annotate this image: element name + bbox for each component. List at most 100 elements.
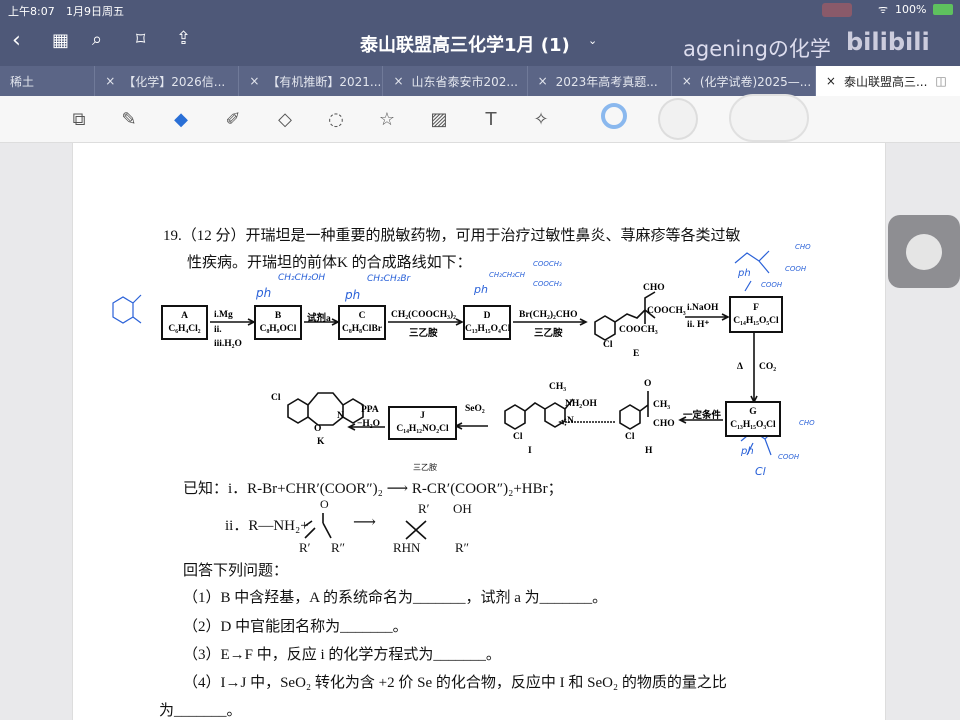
reagent: ii. H⁺ bbox=[687, 320, 710, 330]
ink-note: COOH bbox=[761, 281, 783, 289]
group: CHO bbox=[653, 419, 675, 429]
ink-structure-a bbox=[112, 294, 142, 324]
sub-question-4-cont: 为_______。 bbox=[159, 703, 242, 719]
group: RHN bbox=[393, 540, 421, 555]
group: Cl bbox=[271, 393, 281, 403]
structure-h bbox=[619, 391, 649, 430]
group: N bbox=[337, 411, 344, 421]
ink-note: COOH bbox=[778, 453, 800, 461]
reagent: Δ bbox=[737, 362, 743, 372]
bookmark-icon[interactable]: ⌑ bbox=[136, 29, 146, 50]
known-reaction-i: 已知：i．R-Br+CHR′(COOR″)₂ ⟶ R-CR′(COOR″)₂+H… bbox=[183, 481, 563, 497]
tab[interactable]: ×(化学试卷)2025—... bbox=[672, 66, 816, 96]
tab-active[interactable]: × 泰山联盟高三... ◫ bbox=[815, 66, 960, 96]
compound-formula: C₁₃H₁₅O₄Cl bbox=[465, 323, 511, 334]
close-icon[interactable]: × bbox=[105, 74, 116, 88]
close-icon[interactable]: × bbox=[393, 74, 404, 88]
tab-label: 稀土 bbox=[10, 74, 35, 89]
arrow-g-h bbox=[678, 416, 723, 424]
eraser-icon[interactable]: ◆ bbox=[174, 108, 188, 130]
chevron-down-icon[interactable]: ⌄ bbox=[588, 34, 598, 47]
reagent: CH₂(COOCH₃)₂ bbox=[391, 310, 457, 320]
question-line-2: 性疾病。开瑞坦的前体K 的合成路线如下： bbox=[187, 255, 472, 271]
close-icon[interactable]: × bbox=[825, 74, 836, 88]
question-line-1: 19.（12 分）开瑞坦是一种重要的脱敏药物，可用于治疗过敏性鼻炎、荨麻疹等各类… bbox=[163, 228, 741, 244]
reagent: 试剂a bbox=[307, 314, 331, 324]
watermark: ageningの化学 bbox=[683, 37, 831, 61]
group: CH₃ bbox=[549, 382, 567, 392]
sub-question-2: （2）D 中官能团名称为_______。 bbox=[183, 619, 408, 635]
group: N bbox=[567, 416, 574, 426]
size-option-medium[interactable] bbox=[658, 98, 698, 140]
search-icon[interactable]: ⌕ bbox=[92, 29, 103, 50]
reaction-arrow: ⟶ bbox=[353, 514, 376, 531]
prompt: 回答下列问题： bbox=[183, 563, 289, 579]
reagent: CO₂ bbox=[759, 362, 777, 372]
sub-question-4: （4）I→J 中，SeO₂ 转化为含 +2 价 Se 的化合物，反应中 I 和 … bbox=[183, 675, 727, 691]
compound-formula: C₆H₄Cl₂ bbox=[168, 323, 201, 334]
reagent: Br(CH₂)₂CHO bbox=[519, 310, 578, 320]
lasso-icon[interactable]: ◌ bbox=[328, 108, 344, 130]
sticker-icon[interactable]: ☆ bbox=[378, 108, 396, 130]
group: R′ bbox=[299, 540, 311, 555]
sub-question-3: （3）E→F 中，反应 i 的化学方程式为_______。 bbox=[183, 647, 501, 663]
arrow-d-e bbox=[513, 318, 588, 326]
structure-e bbox=[594, 291, 656, 341]
group: Cl bbox=[603, 340, 613, 350]
tab[interactable]: × 2023年高考真题... bbox=[528, 66, 672, 96]
arrow-j-k bbox=[347, 423, 385, 431]
size-option-large[interactable] bbox=[729, 94, 809, 142]
ink-note: CHO bbox=[799, 419, 815, 427]
reagent: NH₂OH bbox=[565, 399, 597, 409]
battery-level: 100% bbox=[895, 3, 927, 16]
tab[interactable]: ×山东省泰安市202... bbox=[383, 66, 528, 96]
assistive-touch-icon bbox=[906, 234, 942, 270]
arrow-h-i bbox=[558, 418, 615, 426]
assistive-touch-button[interactable] bbox=[888, 215, 960, 288]
status-time: 上午8:07 bbox=[8, 5, 55, 18]
tab[interactable]: 稀土 bbox=[0, 66, 96, 96]
tab-label: 2023年高考真题... bbox=[555, 74, 658, 89]
size-option-small[interactable] bbox=[601, 103, 627, 129]
compound-formula: C₈H₉OCl bbox=[259, 323, 297, 334]
shapes-icon[interactable]: ◇ bbox=[278, 108, 292, 130]
tab-bar: 稀土 ×【化学】2026信... ×【有机推断】2021... ×山东省泰安市2… bbox=[0, 66, 960, 96]
pen-icon[interactable]: ✎ bbox=[121, 108, 137, 130]
known-reaction-ii: ii．R—NH₂+ bbox=[225, 518, 309, 534]
text-box-icon[interactable]: T bbox=[485, 108, 497, 130]
close-icon[interactable]: × bbox=[681, 74, 692, 88]
tab[interactable]: ×【化学】2026信... bbox=[95, 66, 240, 96]
close-icon[interactable]: × bbox=[249, 74, 260, 88]
tab-label: 泰山联盟高三... bbox=[843, 74, 928, 89]
image-icon[interactable]: ▨ bbox=[430, 108, 448, 130]
ink-note: ph bbox=[474, 283, 488, 296]
structure-label: E bbox=[633, 349, 640, 359]
zoom-window-icon[interactable]: ⧉ bbox=[72, 108, 86, 130]
back-icon[interactable]: ‹ bbox=[12, 28, 21, 53]
ink-note: CH₂CH₂Br bbox=[367, 274, 411, 284]
document-page[interactable]: 19.（12 分）开瑞坦是一种重要的脱敏药物，可用于治疗过敏性鼻炎、荨麻疹等各类… bbox=[72, 143, 886, 720]
document-title[interactable]: 泰山联盟高三化学1月 (1) bbox=[360, 35, 570, 56]
ink-note: CH₂CH₂OH bbox=[278, 273, 326, 283]
reagent: PPA bbox=[361, 405, 379, 415]
group: CHO bbox=[643, 283, 665, 293]
compound-formula: C₁₄H₁₅O₅Cl bbox=[733, 315, 779, 326]
highlighter-icon[interactable]: ✐ bbox=[225, 108, 241, 130]
group: R″ bbox=[331, 540, 346, 555]
laser-pointer-icon[interactable]: ✧ bbox=[533, 108, 549, 130]
arrow-c-d bbox=[388, 318, 464, 326]
ink-note: ph bbox=[256, 286, 272, 300]
tab[interactable]: ×【有机推断】2021... bbox=[239, 66, 384, 96]
compound-formula: C₈H₈ClBr bbox=[342, 323, 382, 334]
close-icon[interactable]: × bbox=[537, 74, 548, 88]
reagent: i.Mg bbox=[214, 310, 233, 320]
ink-note: COOCH₃ bbox=[533, 260, 562, 268]
reagent: −H₂O bbox=[357, 419, 381, 429]
grid-icon[interactable]: ▦ bbox=[52, 30, 70, 51]
synthesis-route-arrows bbox=[112, 250, 776, 540]
split-view-icon[interactable]: ◫ bbox=[935, 74, 947, 88]
share-icon[interactable]: ⇪ bbox=[176, 28, 192, 49]
